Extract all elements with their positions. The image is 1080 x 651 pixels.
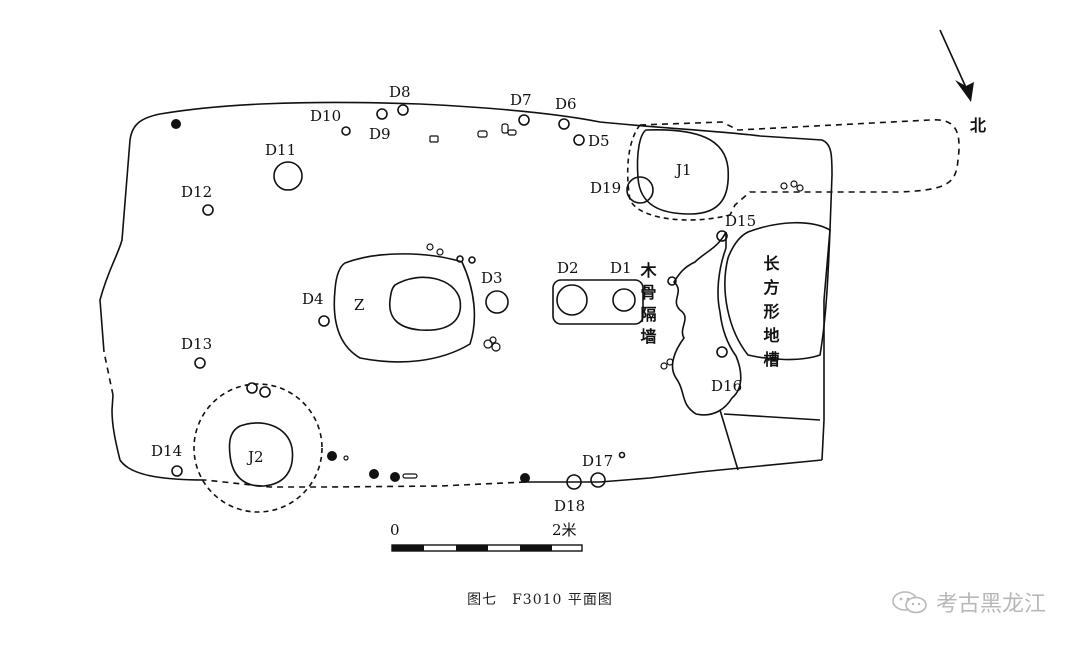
label-d11: D11 <box>265 141 296 159</box>
label-d17: D17 <box>582 452 613 470</box>
annex-outline <box>639 119 960 216</box>
label-d15: D15 <box>725 212 756 230</box>
house-bottom-edge <box>525 459 823 483</box>
d1-d2-enclosure <box>552 279 644 325</box>
label-d19: D19 <box>590 179 621 197</box>
label-wooden-wall: 木骨隔墙 <box>638 261 658 350</box>
house-outline <box>119 459 206 481</box>
label-d3: D3 <box>481 269 503 287</box>
label-d16: D16 <box>711 377 742 395</box>
label-d1: D1 <box>610 259 632 277</box>
label-rectangular-trench: 长方形地槽 <box>761 254 780 375</box>
watermark-text: 考古黑龙江 <box>935 592 1046 617</box>
pit-j2-boundary <box>193 383 323 513</box>
pit-j1-boundary <box>626 124 731 221</box>
label-d14: D14 <box>151 442 182 460</box>
north-arrow-icon <box>939 29 974 102</box>
label-d5: D5 <box>588 132 610 150</box>
label-j2: J2 <box>246 448 264 466</box>
filled-post-holes <box>171 119 530 483</box>
label-d4: D4 <box>302 290 324 308</box>
rectangular-trench <box>724 221 831 361</box>
post-holes <box>171 104 728 490</box>
label-hearth-z: Z <box>354 296 364 314</box>
label-d6: D6 <box>555 95 577 113</box>
post-hole-d1 <box>612 288 636 312</box>
trench-line <box>723 413 821 421</box>
scale-start-label: 0 <box>390 521 400 539</box>
pit-j1 <box>636 129 730 215</box>
pit-j2 <box>228 422 294 487</box>
label-d9: D9 <box>369 125 391 143</box>
label-d10: D10 <box>310 107 341 125</box>
hearth-z-inner <box>389 276 462 331</box>
house-outline <box>99 101 833 461</box>
label-d13: D13 <box>181 335 212 353</box>
watermark: 考古黑龙江 <box>890 586 1046 618</box>
house-outline-dashed <box>103 351 114 396</box>
house-bottom-dashed <box>204 479 526 488</box>
wooden-partition-wall <box>671 231 742 416</box>
house-outline <box>111 394 121 461</box>
label-j1: J1 <box>674 161 692 179</box>
label-d7: D7 <box>510 91 532 109</box>
north-label: 北 <box>970 116 986 135</box>
scale-end-label: 2米 <box>552 521 577 539</box>
label-d12: D12 <box>181 183 212 201</box>
figure-caption: 图七 F3010 平面图 <box>467 592 613 608</box>
wechat-logo-icon <box>892 591 927 614</box>
label-d2: D2 <box>557 259 579 277</box>
debris-marks <box>343 123 804 479</box>
label-d8: D8 <box>389 83 411 101</box>
label-d18: D18 <box>554 497 585 515</box>
post-hole-d19 <box>626 176 654 204</box>
post-hole-d2 <box>556 284 588 316</box>
hearth-z-outer <box>333 253 476 363</box>
trench-line <box>719 409 739 471</box>
scale-bar <box>391 544 583 552</box>
